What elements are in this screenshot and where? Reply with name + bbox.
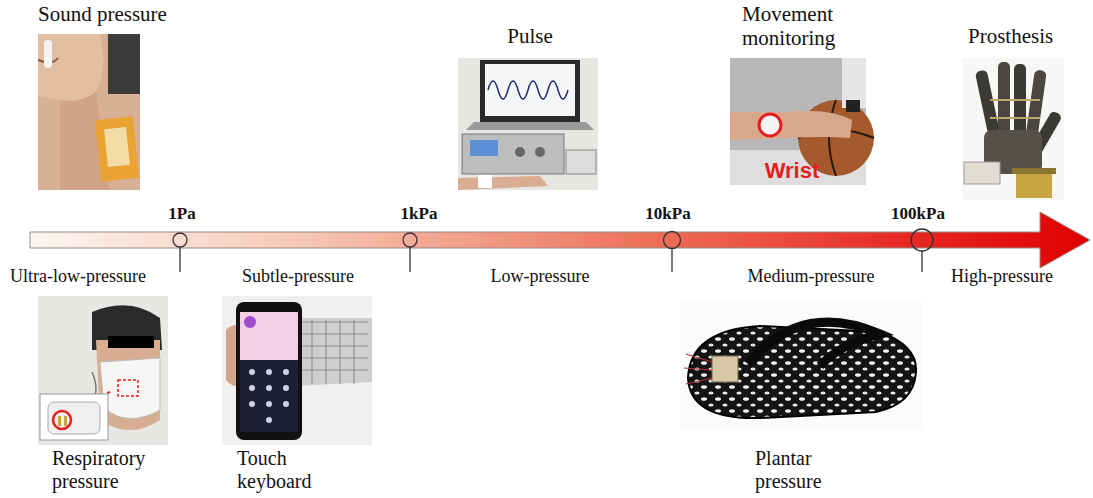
sound-pressure-photo <box>38 34 140 190</box>
touch-keyboard-photo-part <box>300 320 368 384</box>
axis-tick-part <box>179 247 180 272</box>
axis-tick-part <box>921 251 922 272</box>
axis-tick-part <box>671 249 672 272</box>
range-label: High-pressure <box>951 266 1053 287</box>
respiratory-pressure-photo-part <box>40 394 108 440</box>
prosthesis-photo-part <box>964 162 1000 184</box>
touch-keyboard-photo-part <box>240 360 298 432</box>
pulse-photo-part <box>488 81 568 99</box>
sound-pressure-photo-part <box>38 34 140 190</box>
prosthesis-photo-part <box>1014 64 1026 140</box>
respiratory-pressure-photo-part <box>100 358 160 419</box>
touch-keyboard-photo-part-part <box>249 369 255 375</box>
respiratory-pressure-photo <box>38 296 168 445</box>
movement-monitoring-photo-part <box>730 111 852 140</box>
respiratory-pressure-photo-part <box>108 336 154 348</box>
pulse-photo-part <box>458 58 598 190</box>
movement-monitoring-photo-part <box>846 100 860 112</box>
movement-monitoring-photo <box>730 58 874 185</box>
sound-pressure-photo-part <box>44 40 52 68</box>
application-label: Movement monitoring <box>742 2 872 50</box>
pulse-photo-part <box>566 150 596 174</box>
application-label: Sound pressure <box>38 2 167 26</box>
photo-annotation: Wrist <box>765 158 820 183</box>
touch-keyboard-photo-part-part <box>283 369 289 375</box>
range-label: Ultra-low-pressure <box>10 266 146 287</box>
plantar-pressure-photo-part <box>688 326 916 418</box>
touch-keyboard-photo-part <box>296 318 372 386</box>
prosthesis-photo-part <box>990 100 1040 118</box>
touch-keyboard-photo-part-part <box>283 401 289 407</box>
application-label: Prosthesis <box>968 24 1053 48</box>
prosthesis-photo-part <box>975 70 1001 141</box>
axis-tick <box>173 229 933 272</box>
pulse-photo-part <box>535 147 545 157</box>
prosthesis-photo-part <box>1016 172 1052 198</box>
application-label: Plantar pressure <box>755 447 845 493</box>
sound-pressure-photo-part <box>108 34 140 94</box>
pulse-photo-part <box>462 134 564 174</box>
pulse-photo-part <box>485 64 575 116</box>
application-label: Touch keyboard <box>237 447 337 493</box>
respiratory-pressure-photo-part <box>64 416 67 426</box>
pulse-photo-part <box>478 175 492 188</box>
touch-keyboard-photo-part <box>222 296 372 445</box>
touch-keyboard-photo-part-part <box>266 385 272 391</box>
touch-keyboard-photo-part-part <box>266 369 272 375</box>
touch-keyboard-photo-part-part <box>283 385 289 391</box>
pulse-photo-part <box>458 176 548 190</box>
range-label: Medium-pressure <box>748 266 875 287</box>
axis-tick-part <box>173 233 187 247</box>
axis-tick-part <box>911 229 933 251</box>
touch-keyboard-photo <box>222 296 372 445</box>
tick-value: 1kPa <box>401 204 438 224</box>
prosthesis-photo-part <box>1012 168 1056 174</box>
plantar-pressure-photo <box>680 300 922 430</box>
range-label: Subtle-pressure <box>242 266 354 287</box>
touch-keyboard-photo-part <box>244 316 256 328</box>
pulse-photo <box>458 58 598 190</box>
application-label: Pulse <box>507 24 553 48</box>
respiratory-pressure-photo-part <box>38 296 168 445</box>
tick-value: 10kPa <box>645 204 690 224</box>
respiratory-pressure-photo-part <box>53 411 71 429</box>
axis-tick-part <box>664 232 681 249</box>
prosthesis-photo-part <box>962 58 1064 200</box>
plantar-pressure-photo-part <box>680 300 922 430</box>
touch-keyboard-photo-part <box>236 302 302 440</box>
axis-tick-part <box>409 247 410 272</box>
pulse-photo-part <box>466 122 594 130</box>
sound-pressure-photo-part <box>95 116 139 182</box>
respiratory-pressure-photo-part <box>58 416 61 426</box>
plantar-pressure-photo-part <box>712 356 738 382</box>
touch-keyboard-photo-part-part <box>266 417 272 423</box>
plantar-pressure-photo-part <box>684 354 712 384</box>
movement-monitoring-photo-part <box>759 114 781 136</box>
tick-value: 100kPa <box>891 204 945 224</box>
plantar-pressure-photo-part <box>748 322 880 366</box>
pulse-photo-part <box>470 140 498 156</box>
touch-keyboard-photo-part <box>240 312 298 360</box>
range-label: Low-pressure <box>491 266 590 287</box>
sound-pressure-photo-part <box>104 127 130 167</box>
touch-keyboard-photo-part-part <box>266 401 272 407</box>
axis-tick-part <box>403 233 417 247</box>
touch-keyboard-photo-part-part <box>249 401 255 407</box>
touch-keyboard-photo-part-part <box>249 385 255 391</box>
application-label: Respiratory pressure <box>52 447 172 493</box>
sound-pressure-photo-part <box>38 34 103 101</box>
respiratory-pressure-photo-part <box>118 380 138 396</box>
pulse-photo-part <box>515 147 525 157</box>
pulse-photo-part <box>480 60 580 122</box>
tick-value: 1Pa <box>168 204 195 224</box>
touch-keyboard-photo-part <box>249 369 289 423</box>
prosthesis-photo <box>962 58 1064 200</box>
respiratory-pressure-photo-part <box>48 402 100 434</box>
